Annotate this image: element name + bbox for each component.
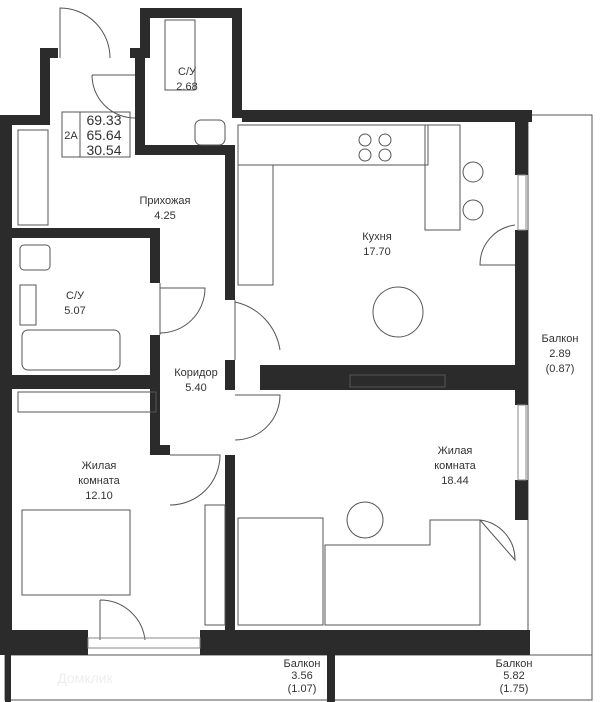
balcony-right-name: Балкон xyxy=(542,333,579,345)
corridor-area: 5.40 xyxy=(185,382,206,394)
bedroom-name-1: Жилая xyxy=(82,460,117,472)
room-labels: С/У 2.68 Прихожая 4.25 Кухня 17.70 С/У 5… xyxy=(57,66,578,695)
bedroom-wardrobe xyxy=(17,391,157,413)
balcony-br-area: 5.82 xyxy=(503,670,524,682)
bed xyxy=(21,509,131,596)
bathtub xyxy=(21,329,121,371)
kitchen-island xyxy=(424,124,461,231)
bedroom-name-2: комната xyxy=(78,475,120,487)
sofa xyxy=(324,519,481,626)
bath-area: 5.07 xyxy=(64,305,85,317)
total-area: 69.33 xyxy=(86,112,121,128)
balcony-right-coef: (0.87) xyxy=(546,363,575,375)
living-name-1: Жилая xyxy=(438,445,473,457)
furniture xyxy=(17,19,484,626)
small-toilet xyxy=(194,119,226,146)
dining-table xyxy=(372,286,424,338)
apartment-summary: 2A 69.33 65.64 30.54 xyxy=(61,111,131,158)
hall-name: Прихожая xyxy=(140,195,191,207)
kitchen-area: 17.70 xyxy=(363,246,391,258)
bedroom-area: 12.10 xyxy=(85,490,113,502)
kitchen-counter-top xyxy=(237,124,429,166)
balcony-right-area: 2.89 xyxy=(549,348,570,360)
sink xyxy=(19,284,37,326)
balcony-br-coef: (1.75) xyxy=(500,683,529,695)
balcony-bl-name: Балкон xyxy=(284,658,321,670)
kitchen-name: Кухня xyxy=(362,231,391,243)
bath-name: С/У xyxy=(66,290,85,302)
living-area-total: 65.64 xyxy=(86,127,121,143)
wardrobe xyxy=(17,129,49,226)
hall-area: 4.25 xyxy=(154,210,175,222)
walls xyxy=(0,8,532,655)
bath-small-area: 2.68 xyxy=(176,81,197,93)
living-area-label: 18.44 xyxy=(441,475,469,487)
watermark: Домклик xyxy=(57,670,113,686)
living-name-2: комната xyxy=(434,460,476,472)
small-sink xyxy=(164,19,196,91)
balcony-br-name: Балкон xyxy=(496,658,533,670)
balcony-outlines xyxy=(4,114,593,702)
living-area: 30.54 xyxy=(86,142,121,158)
living-tv xyxy=(349,374,446,388)
corridor-name: Коридор xyxy=(174,367,217,379)
toilet xyxy=(19,244,51,271)
kitchen-counter-side xyxy=(237,164,274,286)
desk xyxy=(237,517,324,626)
balcony-bl-area: 3.56 xyxy=(291,670,312,682)
coffee-table xyxy=(346,501,384,539)
balcony-bl-coef: (1.07) xyxy=(288,683,317,695)
bath-small-name: С/У xyxy=(178,66,197,78)
doors xyxy=(59,7,527,649)
apartment-type: 2A xyxy=(64,130,78,142)
tv-stand xyxy=(204,504,226,626)
